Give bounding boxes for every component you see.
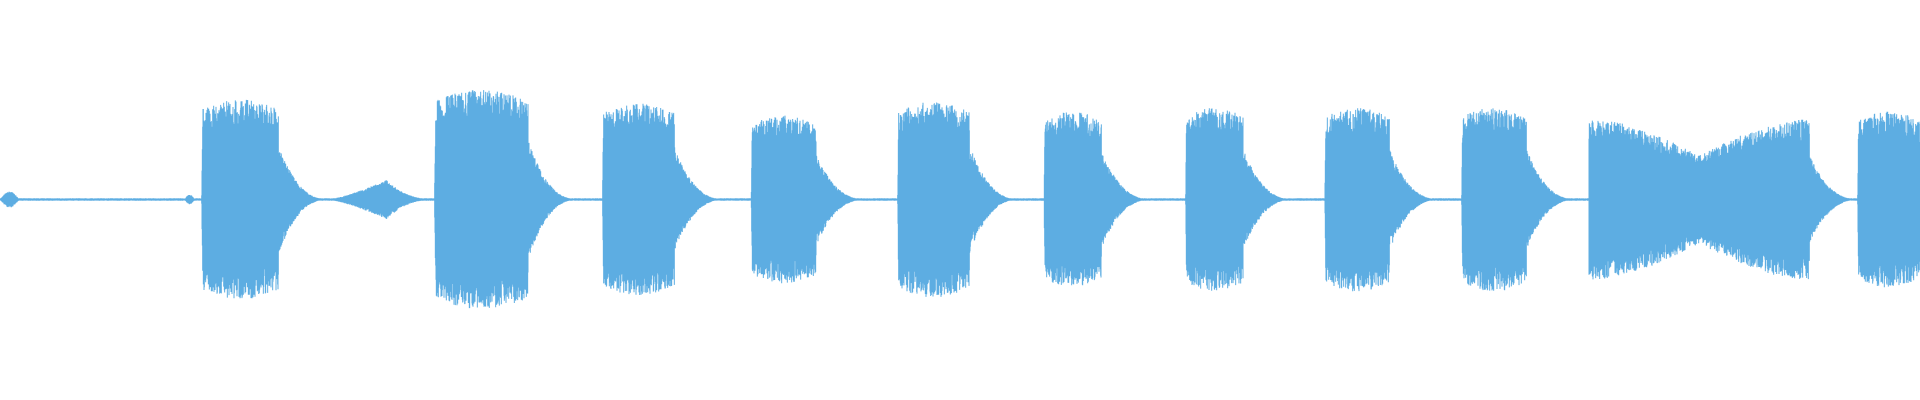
waveform-signal <box>0 90 1920 309</box>
